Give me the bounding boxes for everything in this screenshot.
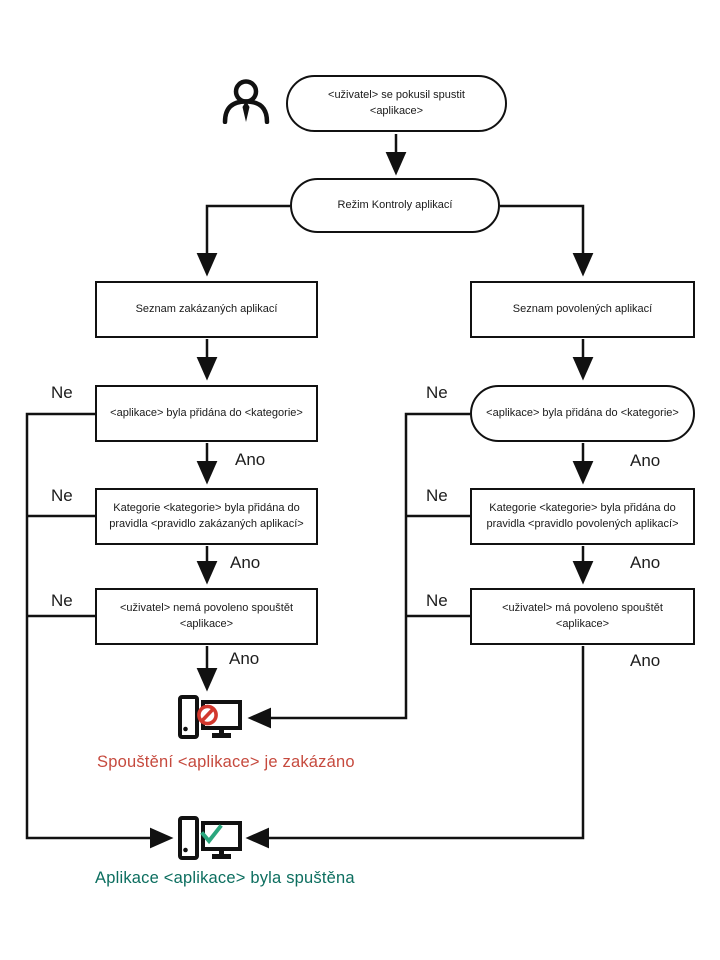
no-label: Ne [51,486,73,505]
node-denylist-label: Seznam zakázaných aplikací [135,302,278,315]
computer-prohibition-icon [177,694,243,740]
node-allowlist: Seznam povolených aplikací [470,281,695,338]
node-user-attempt: <uživatel> se pokusil spustit <aplikace> [286,75,507,132]
node-allow-user-label: <uživatel> má povoleno spouštět <aplikac… [502,602,663,630]
no-label: Ne [51,383,73,402]
node-deny-user-label: <uživatel> nemá povoleno spouštět <aplik… [119,602,294,630]
no-label: Ne [51,591,73,610]
node-deny-rule: Kategorie <kategorie> byla přidána do pr… [95,488,318,545]
allowed-outcome-text: Aplikace <aplikace> byla spuštěna [95,869,355,887]
node-control-mode-label: Režim Kontroly aplikací [337,198,453,211]
node-denylist: Seznam zakázaných aplikací [95,281,318,338]
yes-label: Ano [630,451,661,470]
node-allow-category-label: <aplikace> byla přidána do <kategorie> [486,406,679,419]
node-deny-category: <aplikace> byla přidána do <kategorie> [95,385,318,442]
node-allow-rule: Kategorie <kategorie> byla přidána do pr… [470,488,695,545]
node-user-attempt-label: <uživatel> se pokusil spustit <aplikace> [328,89,465,117]
blocked-outcome-text: Spouštění <aplikace> je zakázáno [97,753,355,771]
yes-label: Ano [235,450,266,469]
node-allow-category: <aplikace> byla přidána do <kategorie> [470,385,695,442]
node-deny-category-label: <aplikace> byla přidána do <kategorie> [110,406,303,419]
yes-label: Ano [630,553,661,572]
node-allowlist-label: Seznam povolených aplikací [512,302,653,315]
yes-label: Ano [630,651,661,670]
prohibition-icon [197,704,218,726]
check-icon [200,824,223,845]
node-allow-user: <uživatel> má povoleno spouštět <aplikac… [470,588,695,645]
node-deny-rule-label: Kategorie <kategorie> byla přidána do pr… [109,502,304,530]
node-control-mode: Režim Kontroly aplikací [290,178,500,233]
node-allow-rule-label: Kategorie <kategorie> byla přidána do pr… [486,502,679,530]
no-label: Ne [426,383,448,402]
computer-check-icon [177,815,243,861]
yes-label: Ano [230,553,261,572]
no-label: Ne [426,591,448,610]
node-deny-user: <uživatel> nemá povoleno spouštět <aplik… [95,588,318,645]
user-icon [222,78,270,125]
no-label: Ne [426,486,448,505]
yes-label: Ano [229,649,260,668]
